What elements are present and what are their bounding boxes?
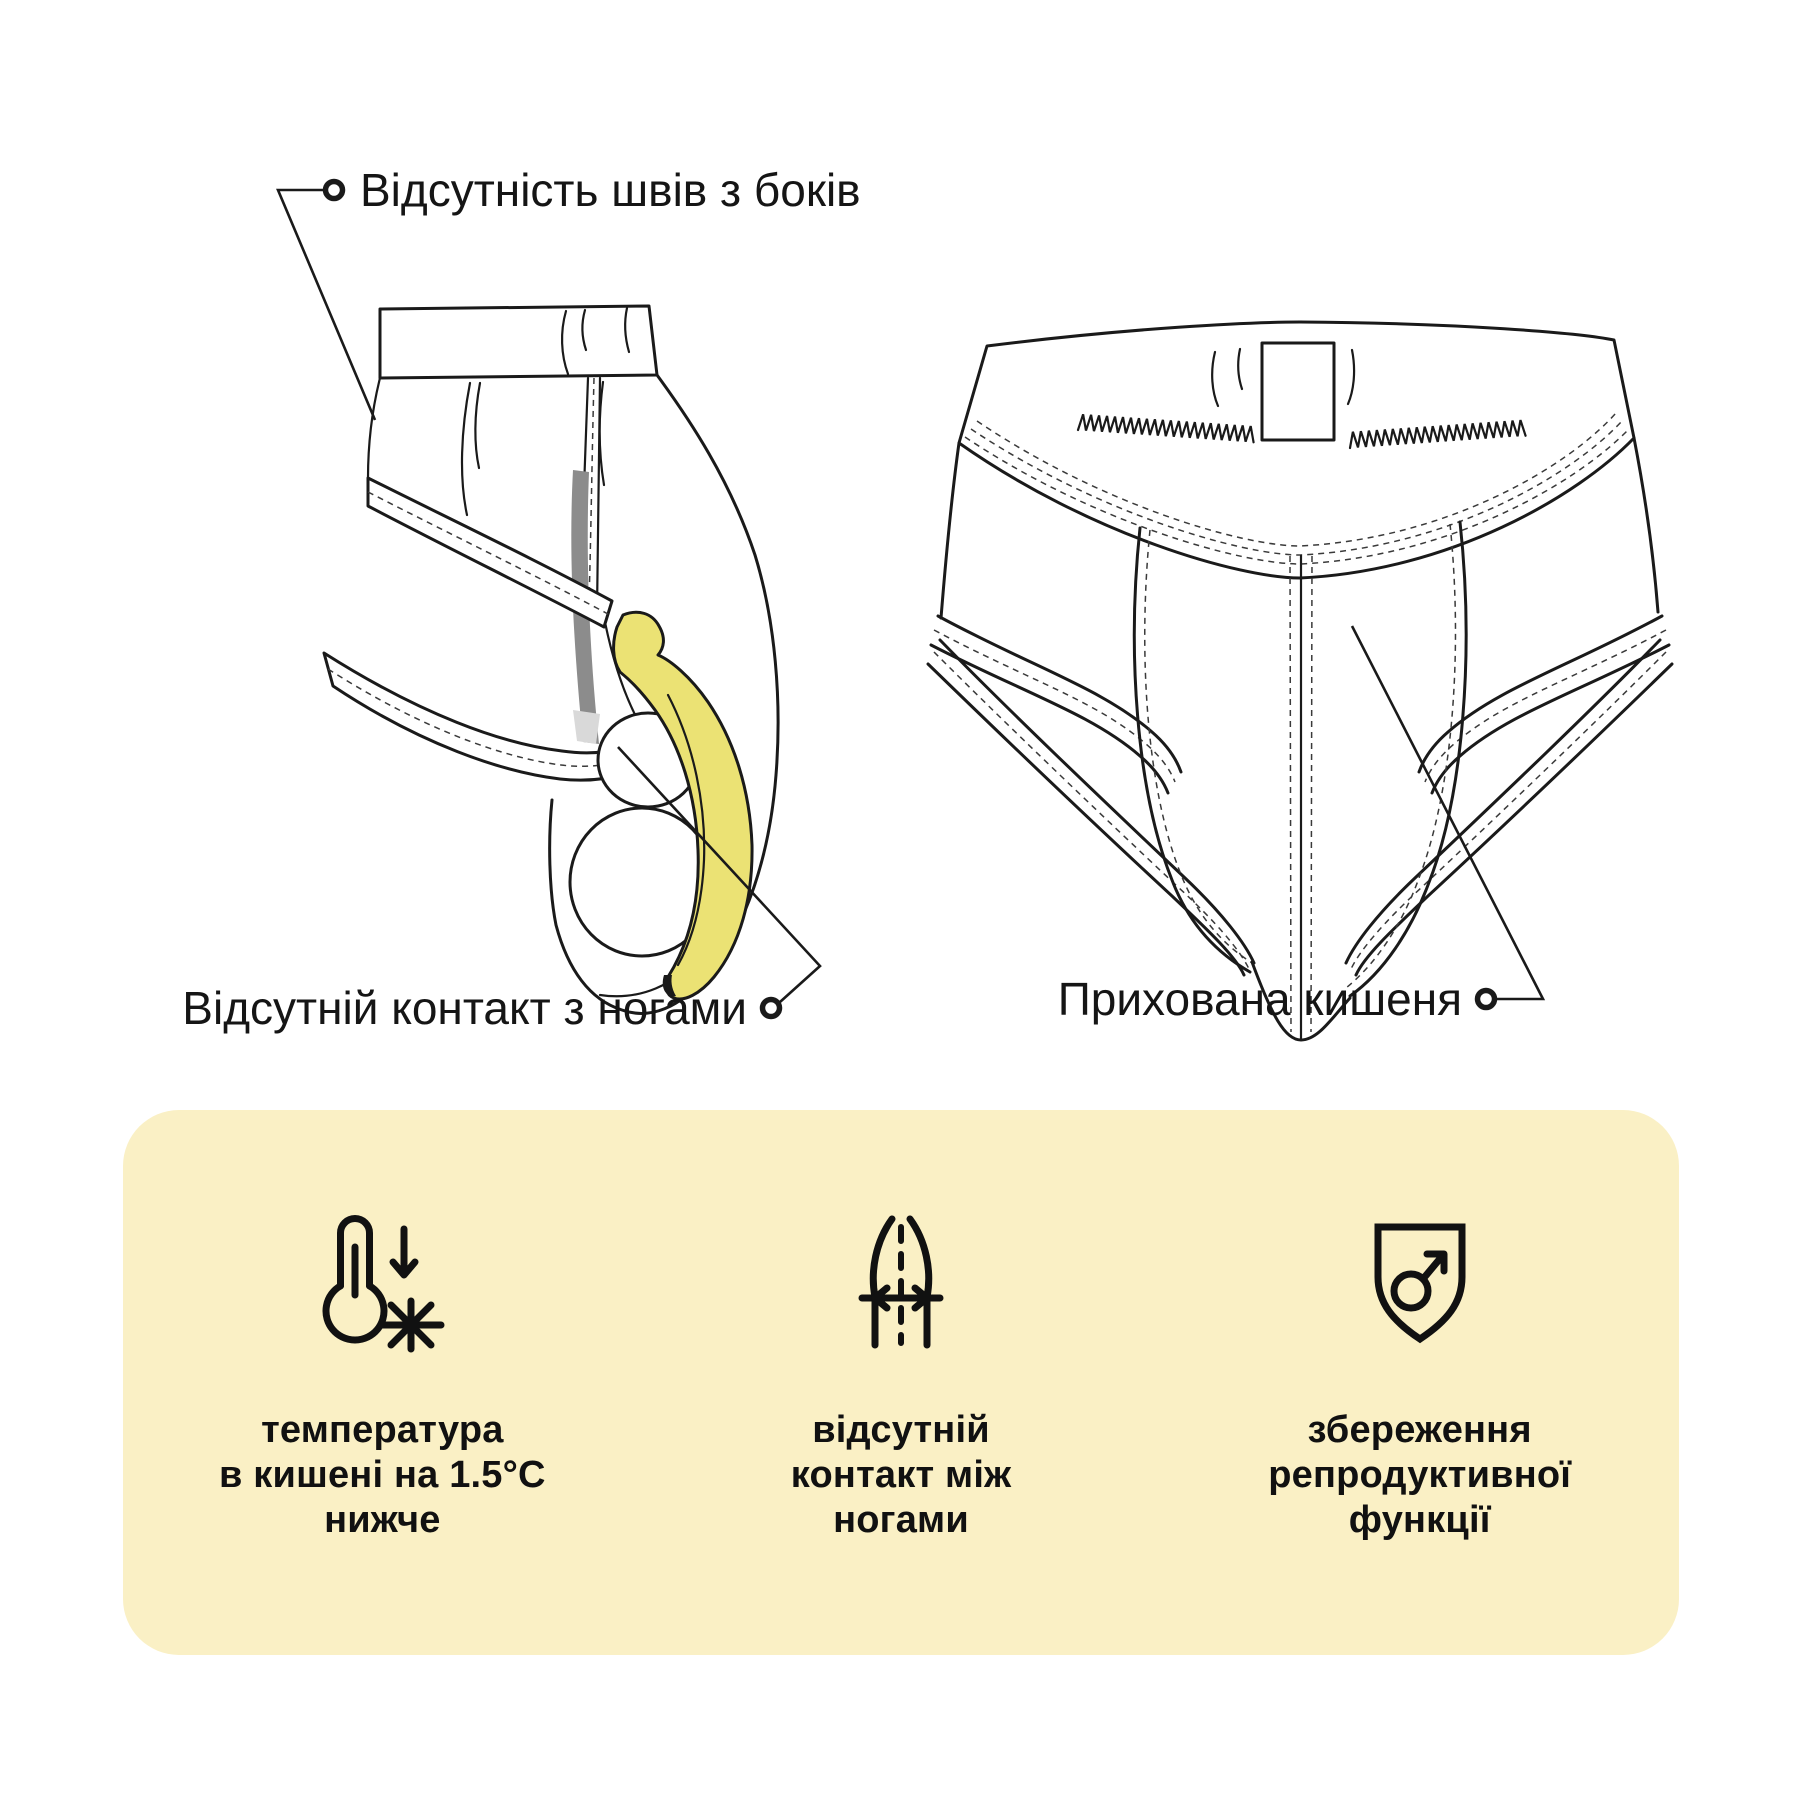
- zigzag-stitch-right: [1348, 419, 1527, 450]
- feature-temperature-text: температура в кишені на 1.5°C нижче: [218, 1409, 546, 1541]
- waistband-front: [957, 320, 1636, 580]
- leg-binding-lower-left: [926, 638, 1256, 977]
- feature-no-contact: відсутній контакт між ногами: [642, 1110, 1161, 1543]
- label-no-side-seams: Відсутність швів з боків: [360, 164, 861, 216]
- leg-strap-upper: [366, 476, 614, 629]
- leg-binding-lower-right: [1344, 638, 1674, 977]
- callout-hidden-pocket-line: [1350, 625, 1546, 1011]
- leg-binding-upper-right: [1417, 614, 1671, 795]
- feature-temperature: температура в кишені на 1.5°C нижче: [123, 1110, 642, 1543]
- front-pouch: [1132, 520, 1468, 1042]
- feature-reproductive-text: збереження репродуктивної функції: [1268, 1409, 1572, 1541]
- waistband-tag: [1260, 341, 1336, 442]
- features-panel: температура в кишені на 1.5°C нижче відс…: [123, 1110, 1679, 1655]
- callout-no-leg-contact-line: [617, 746, 822, 1020]
- side-view-sketch: [322, 304, 780, 1015]
- label-hidden-pocket: Прихована кишеня: [1057, 973, 1462, 1025]
- front-view-sketch: [926, 320, 1674, 1042]
- zigzag-stitch-left: [1076, 413, 1255, 444]
- leg-binding-upper-left: [929, 614, 1183, 795]
- callout-no-side-seams-line: [276, 178, 377, 421]
- shield-male-icon: [1374, 1223, 1466, 1344]
- thermometer-cold-icon: [322, 1215, 445, 1353]
- feature-reproductive: збереження репродуктивної функції: [1160, 1110, 1679, 1543]
- feature-no-contact-text: відсутній контакт між ногами: [790, 1409, 1012, 1541]
- label-no-leg-contact: Відсутній контакт з ногами: [182, 982, 747, 1034]
- banana-highlight: [612, 610, 754, 1001]
- waistband-side: [378, 304, 659, 380]
- legs-gap-icon: [858, 1215, 944, 1349]
